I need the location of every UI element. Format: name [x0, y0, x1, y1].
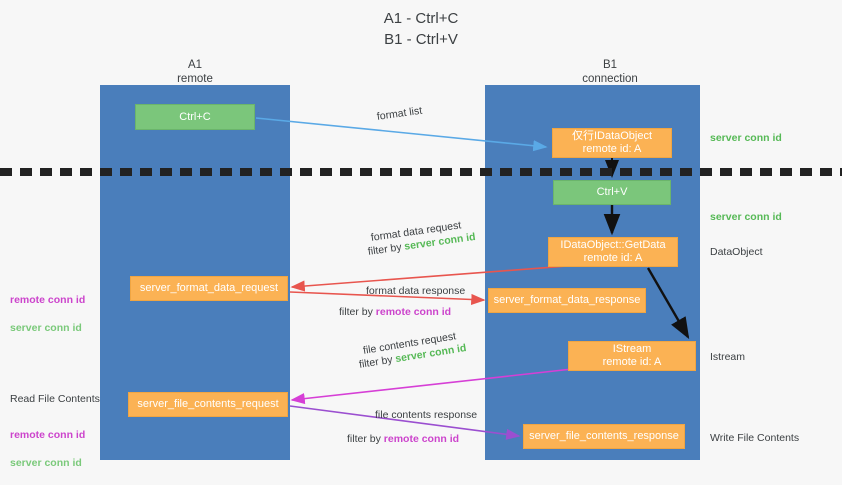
- box-server-file-contents-response[interactable]: server_file_contents_response: [523, 424, 685, 449]
- lane-header-b1: B1 connection: [582, 59, 638, 85]
- right-label-write-file-contents: Write File Contents: [710, 432, 800, 444]
- box-ctrl-v[interactable]: Ctrl+V: [553, 180, 671, 205]
- server-conn-id-token: server conn id: [10, 322, 82, 334]
- remote-conn-id-token: remote conn id: [375, 306, 452, 318]
- left-label-conn-ids-bottom: remote conn id server conn id: [10, 414, 85, 484]
- box-idataobject-getdata[interactable]: IDataObject::GetData remote id: A: [548, 237, 678, 267]
- box-idataobject[interactable]: 仅行IDataObject remote id: A: [552, 128, 672, 158]
- lane-header-a1: A1 remote: [177, 59, 213, 85]
- page-title: A1 - Ctrl+C B1 - Ctrl+V: [383, 10, 459, 48]
- box-istream[interactable]: IStream remote id: A: [568, 341, 696, 371]
- left-label-read-file-contents: Read File Contents: [10, 393, 100, 405]
- right-label-dataobject: DataObject: [710, 246, 763, 258]
- filter-prefix: filter by: [339, 306, 376, 318]
- remote-conn-id-token: remote conn id: [10, 429, 86, 441]
- label-format-data-response-filter: filter by remote conn id: [339, 305, 451, 319]
- label-format-data-response: format data response: [366, 285, 466, 297]
- server-conn-id-token: server conn id: [10, 457, 82, 469]
- left-label-conn-ids-top: remote conn id server conn id: [10, 279, 85, 349]
- box-ctrl-c[interactable]: Ctrl+C: [135, 104, 255, 130]
- filter-prefix: filter by: [347, 433, 384, 445]
- right-label-server-conn-id-mid: server conn id: [710, 211, 782, 223]
- filter-prefix: filter by: [367, 240, 406, 258]
- right-label-istream: Istream: [710, 351, 746, 363]
- box-server-format-data-response[interactable]: server_format_data_response: [488, 288, 646, 313]
- remote-conn-id-token: remote conn id: [383, 433, 460, 445]
- divider-dashed-line: [0, 168, 842, 176]
- remote-conn-id-token: remote conn id: [10, 294, 86, 306]
- box-server-format-data-request[interactable]: server_format_data_request: [130, 276, 288, 301]
- right-label-server-conn-id-top: server conn id: [710, 132, 782, 144]
- label-format-list: format list: [376, 104, 423, 123]
- box-server-file-contents-request[interactable]: server_file_contents_request: [128, 392, 288, 417]
- label-file-contents-response: file contents response: [375, 409, 478, 421]
- label-file-contents-response-filter: filter by remote conn id: [347, 432, 459, 446]
